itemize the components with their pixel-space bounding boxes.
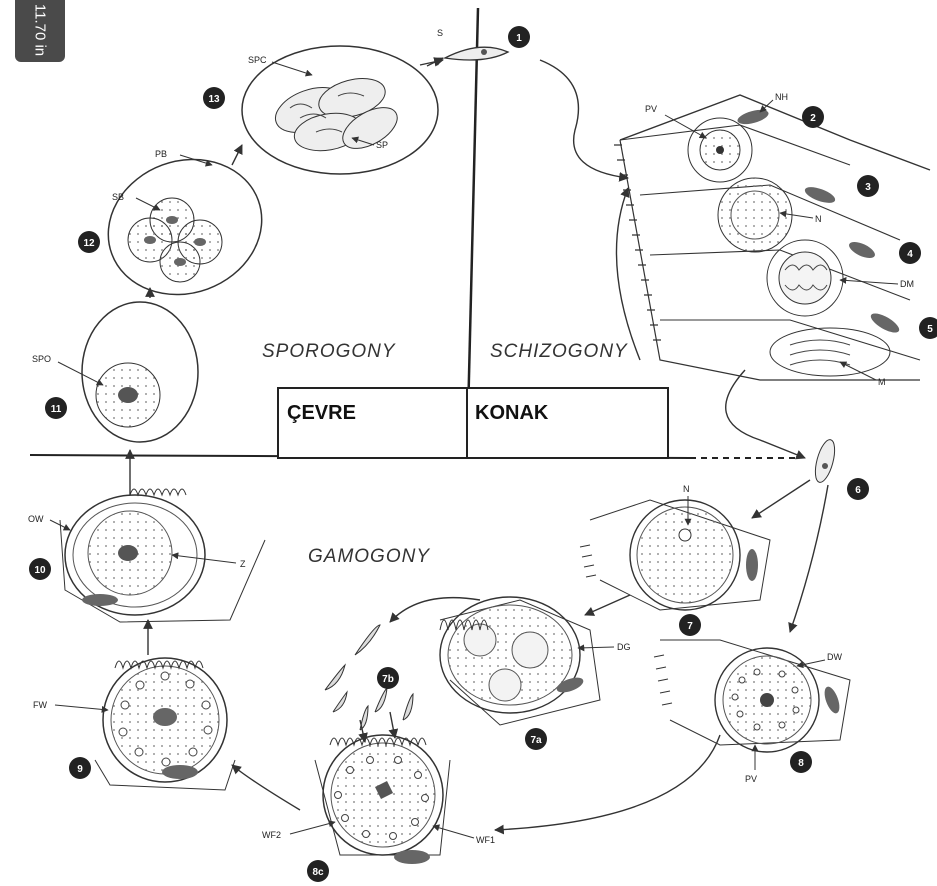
svg-text:4: 4 (907, 249, 913, 260)
svg-text:7: 7 (687, 621, 693, 632)
svg-text:8: 8 (798, 758, 804, 769)
svg-text:5: 5 (927, 324, 933, 335)
stage-7-macrogamont: N (580, 484, 770, 610)
svg-text:9: 9 (77, 764, 83, 775)
label-wf2: WF2 (262, 830, 281, 840)
stage-marker-9: 9 (69, 757, 91, 779)
stage-marker-8c: 8c (307, 860, 329, 882)
label-n7: N (683, 484, 690, 494)
label-ow: OW (28, 514, 44, 524)
label-n3: N (815, 214, 822, 224)
stage-marker-7b: 7b (377, 667, 399, 689)
stage-marker-6: 6 (847, 478, 869, 500)
svg-text:3: 3 (865, 182, 871, 193)
stage-marker-12: 12 (78, 231, 100, 253)
svg-text:7a: 7a (530, 735, 542, 746)
label-nh: NH (775, 92, 788, 102)
label-dm: DM (900, 279, 914, 289)
svg-text:10: 10 (34, 565, 46, 576)
stage-marker-4: 4 (899, 242, 921, 264)
schizogony-label: SCHIZOGONY (490, 341, 628, 362)
label-pb: PB (155, 149, 167, 159)
stage-10-oocyst-in-cell: OW Z (28, 489, 265, 622)
stage-marker-11: 11 (45, 397, 67, 419)
cevre-label: ÇEVRE (287, 402, 356, 424)
label-sp: SP (376, 140, 388, 150)
label-pv8: PV (745, 774, 757, 784)
stage-8-macrogamete: DW PV (654, 640, 850, 784)
label-sb: SB (112, 192, 124, 202)
stage-7a-microgamont: DG (440, 597, 631, 725)
svg-text:6: 6 (855, 485, 861, 496)
stage-marker-8: 8 (790, 751, 812, 773)
stage-marker-13: 13 (203, 87, 225, 109)
label-dw: DW (827, 652, 842, 662)
svg-text:11: 11 (51, 404, 62, 415)
label-s: S (437, 28, 443, 38)
label-fw: FW (33, 700, 47, 710)
konak-label: KONAK (475, 402, 549, 424)
stage-marker-7: 7 (679, 614, 701, 636)
stage-8c-fertilization: WF2 WF1 (262, 735, 495, 864)
svg-text:13: 13 (208, 94, 220, 105)
stage-marker-10: 10 (29, 558, 51, 580)
stage-marker-1: 1 (508, 26, 530, 48)
stage-9-wall-forming: FW (33, 658, 235, 790)
stage-marker-3: 3 (857, 175, 879, 197)
label-spc: SPC (248, 55, 267, 65)
label-z: Z (240, 559, 246, 569)
stages-2-5-epithelium: PV NH N DM M (614, 92, 930, 387)
stage-marker-5: 5 (919, 317, 937, 339)
label-dg: DG (617, 642, 631, 652)
stage-11-unsporulated-oocyst: SPO (32, 302, 198, 442)
stage-7b-microgametes (325, 625, 413, 730)
stage-marker-7a: 7a (525, 728, 547, 750)
label-spo: SPO (32, 354, 51, 364)
svg-text:8c: 8c (312, 867, 324, 878)
stage-6-merozoite (812, 438, 839, 485)
sporogony-label: SPOROGONY (262, 341, 396, 362)
svg-text:7b: 7b (382, 674, 394, 685)
svg-text:1: 1 (516, 33, 522, 44)
svg-text:12: 12 (83, 238, 95, 249)
stage-marker-2: 2 (802, 106, 824, 128)
label-wf1: WF1 (476, 835, 495, 845)
stage-12-sporoblasts: PB SB (89, 138, 281, 315)
label-pv2: PV (645, 104, 657, 114)
stage-13-sporulated-oocyst: SPC SP (242, 46, 438, 174)
gamogony-label: GAMOGONY (308, 546, 430, 567)
svg-text:2: 2 (810, 113, 816, 124)
label-m: M (878, 377, 886, 387)
